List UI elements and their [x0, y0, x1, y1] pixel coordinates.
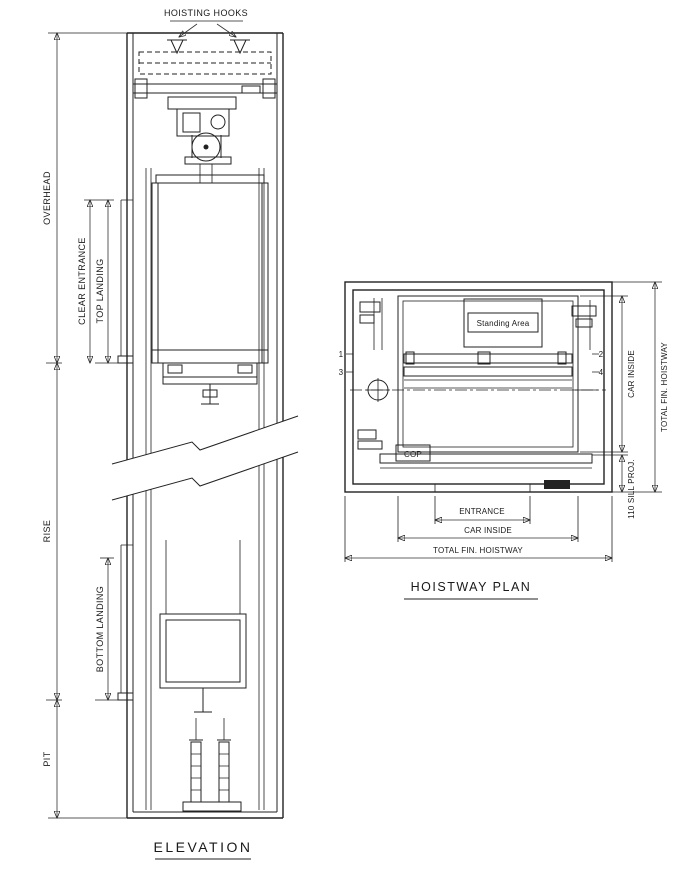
car-inside-width-label: CAR INSIDE [464, 526, 512, 535]
clear-entrance-label: CLEAR ENTRANCE [77, 237, 87, 325]
elevation-title-block: ELEVATION [153, 839, 252, 860]
plan-dimension-total-hoistway-width: TOTAL FIN. HOISTWAY [344, 496, 613, 562]
standing-area-label: Standing Area [477, 319, 530, 328]
plan-rail-bracket-right [571, 300, 597, 350]
top-landing-entrance [95, 199, 134, 364]
ceiling-dashed-outline [138, 51, 272, 75]
dimension-entrance-top: CLEAR ENTRANCE TOP LANDING [77, 199, 114, 363]
elevation-view: HOISTING HOOKS OVERHEAD RISE PIT CLEAR E… [42, 8, 299, 860]
hoist-ropes [199, 164, 213, 183]
hoisting-hooks: HOISTING HOOKS [164, 8, 250, 55]
hook-left [167, 39, 187, 55]
plan-car-sling [403, 351, 573, 389]
break-lines [111, 415, 299, 501]
ref-number-4: 4 [599, 368, 604, 377]
plan-hoistway-walls [344, 281, 613, 493]
total-hoistway-width-label: TOTAL FIN. HOISTWAY [433, 546, 523, 555]
ref-number-2: 2 [599, 350, 604, 359]
plan-guide-rail-centerline [350, 378, 606, 402]
ref-number-3: 3 [339, 368, 344, 377]
machine-beams [133, 78, 277, 99]
entrance-dim-label: ENTRANCE [459, 507, 505, 516]
hook-right [230, 39, 250, 55]
hoistway-shaft-walls [126, 32, 284, 819]
plan-dimension-total-hoistway-depth: TOTAL FIN. HOISTWAY [612, 281, 669, 493]
top-landing-label: TOP LANDING [95, 258, 105, 323]
machine-assembly [167, 96, 237, 183]
dimension-chain-left: OVERHEAD RISE PIT [42, 32, 127, 819]
dimension-bottom-landing: BOTTOM LANDING [95, 557, 114, 700]
guide-rails [145, 168, 265, 810]
plan-dimension-car-inside-depth: CAR INSIDE [580, 295, 636, 453]
hoistway-plan-view: Standing Area COP 1 3 2 4 ENTRANCE [339, 281, 669, 600]
plan-title-block: HOISTWAY PLAN [404, 580, 538, 600]
pit-buffers [182, 718, 242, 812]
ref-number-1: 1 [339, 350, 344, 359]
bottom-landing-label: BOTTOM LANDING [95, 586, 105, 672]
hoisting-hooks-label: HOISTING HOOKS [164, 8, 248, 18]
plan-reference-numbers: 1 3 2 4 [339, 350, 604, 377]
elevator-car [151, 174, 269, 405]
total-hoistway-depth-label: TOTAL FIN. HOISTWAY [660, 342, 669, 432]
sill-projection-label: 110 SILL PROJ. [627, 459, 636, 519]
overhead-label: OVERHEAD [42, 171, 52, 225]
elevation-title: ELEVATION [153, 839, 252, 855]
plan-dimension-sill-projection: 110 SILL PROJ. [592, 454, 636, 519]
plan-title: HOISTWAY PLAN [411, 580, 532, 594]
plan-dimension-car-inside-width: CAR INSIDE [397, 496, 579, 542]
pit-label: PIT [42, 751, 52, 766]
rise-label: RISE [42, 520, 52, 543]
car-inside-depth-label: CAR INSIDE [627, 350, 636, 398]
plan-sill-assembly [379, 453, 593, 492]
plan-dimension-entrance: ENTRANCE [434, 496, 531, 524]
counterweight [159, 540, 247, 713]
plan-standing-area: Standing Area [463, 298, 543, 348]
plan-rail-bracket-left [357, 298, 383, 450]
plan-car-outline [397, 295, 579, 453]
bottom-landing-entrance [95, 544, 134, 701]
